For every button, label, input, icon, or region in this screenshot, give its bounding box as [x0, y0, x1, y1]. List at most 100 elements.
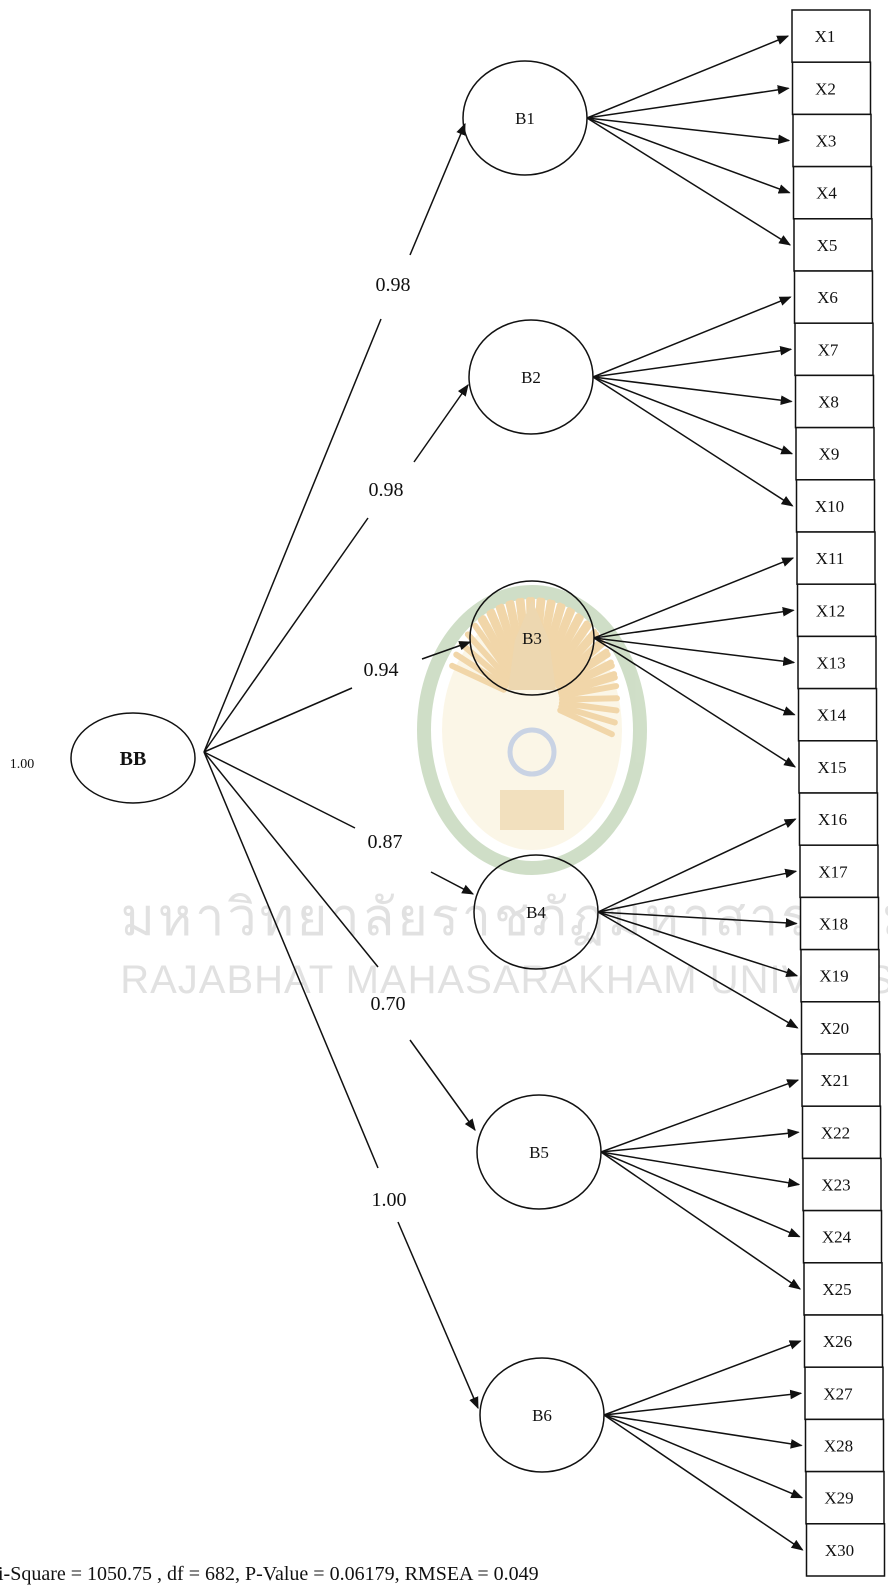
- indicator-box-x30: [805, 1523, 886, 1577]
- indicator-label-x7: X7: [818, 340, 839, 359]
- path-b3-x15: [593, 637, 797, 768]
- path-b2-x6: [592, 296, 792, 378]
- path-b4-x16: [597, 818, 797, 913]
- loading-label-b1: 0.98: [376, 274, 411, 296]
- indicator-box-x27: [804, 1366, 884, 1421]
- loading-label-b3: 0.94: [364, 659, 399, 681]
- indicator-label-x1: X1: [815, 27, 836, 46]
- indicator-label-x28: X28: [824, 1437, 853, 1456]
- path-bb-b4-head: [430, 871, 475, 895]
- indicator-label-x13: X13: [816, 654, 845, 673]
- path-bb-b3-tail: [203, 687, 353, 753]
- latent-node-b4: [473, 854, 599, 970]
- path-b6-x26: [603, 1340, 802, 1416]
- indicator-label-x15: X15: [817, 758, 846, 777]
- indicator-box-x10: [795, 479, 876, 533]
- path-b6-x29: [603, 1414, 804, 1499]
- indicator-label-x18: X18: [819, 915, 848, 934]
- loading-label-b5: 0.70: [371, 993, 406, 1015]
- indicator-box-x13: [797, 635, 877, 690]
- path-b4-x17: [597, 868, 798, 913]
- indicator-label-x5: X5: [817, 236, 838, 255]
- latent-node-bb: [70, 712, 196, 804]
- path-bb-b2-head: [413, 384, 469, 463]
- path-b6-x30: [603, 1414, 804, 1551]
- path-b4-x19: [597, 911, 799, 977]
- indicator-box-x1: [791, 9, 871, 63]
- path-b3-x13: [593, 637, 796, 666]
- path-b5-x22: [600, 1128, 800, 1153]
- indicator-box-x5: [793, 218, 873, 272]
- indicator-box-x4: [792, 165, 873, 220]
- path-b3-x11: [593, 557, 795, 639]
- indicator-box-x11: [796, 531, 876, 585]
- latent-node-b1: [462, 60, 588, 176]
- indicator-label-x12: X12: [816, 601, 845, 620]
- path-b5-x24: [600, 1151, 801, 1238]
- latent-node-b1-label: B1: [515, 109, 535, 128]
- indicator-box-x8: [794, 374, 875, 429]
- indicator-box-x19: [800, 948, 880, 1003]
- path-bb-b4-tail: [203, 751, 356, 829]
- path-b1-x2: [586, 85, 790, 119]
- path-b6-x27: [603, 1389, 803, 1416]
- indicator-box-x18: [799, 896, 880, 951]
- indicator-box-x25: [803, 1262, 883, 1316]
- latent-node-b3: [469, 580, 595, 696]
- indicator-box-x14: [797, 687, 878, 742]
- fit-statistics: i-Square = 1050.75 , df = 682, P-Value =…: [0, 1563, 539, 1585]
- indicator-box-x17: [799, 844, 879, 899]
- indicator-box-x3: [792, 113, 872, 168]
- indicator-label-x6: X6: [817, 288, 838, 307]
- indicator-label-x29: X29: [824, 1489, 853, 1508]
- root-variance-label: 1.00: [10, 757, 35, 772]
- latent-node-b6-label: B6: [532, 1406, 552, 1425]
- indicator-label-x20: X20: [820, 1019, 849, 1038]
- indicator-label-x25: X25: [822, 1280, 851, 1299]
- path-b5-x25: [600, 1151, 801, 1290]
- loading-label-b2: 0.98: [369, 479, 404, 501]
- path-b1-x3: [586, 117, 791, 145]
- loading-label-b4: 0.87: [368, 831, 403, 853]
- indicator-box-x16: [798, 792, 879, 846]
- path-b2-x7: [592, 346, 793, 378]
- indicator-label-x22: X22: [821, 1123, 850, 1142]
- path-bb-b5-head: [409, 1039, 476, 1131]
- watermark-english-text: RAJABHAT MAHASARAKHAM UNIVERSITY: [120, 958, 888, 1002]
- indicator-box-x6: [793, 270, 874, 324]
- indicator-label-x17: X17: [818, 862, 848, 881]
- indicator-label-x10: X10: [815, 497, 844, 516]
- indicator-label-x9: X9: [819, 445, 840, 464]
- indicator-label-x8: X8: [818, 393, 839, 412]
- path-b2-x9: [592, 376, 794, 455]
- path-b1-x5: [586, 117, 792, 246]
- path-bb-b1-tail: [203, 318, 382, 753]
- path-b3-x12: [593, 607, 795, 639]
- indicator-box-x21: [801, 1053, 881, 1107]
- path-b2-x10: [592, 376, 794, 507]
- indicator-label-x26: X26: [823, 1332, 852, 1351]
- path-bb-b6-head: [397, 1221, 479, 1410]
- latent-node-b2-label: B2: [521, 368, 541, 387]
- latent-node-b2: [468, 319, 594, 435]
- latent-node-b4-label: B4: [526, 903, 546, 922]
- path-b6-x28: [603, 1414, 803, 1449]
- latent-node-b5: [476, 1094, 602, 1210]
- indicator-label-x3: X3: [816, 132, 837, 151]
- indicator-label-x14: X14: [817, 706, 847, 725]
- latent-node-b6: [479, 1357, 605, 1473]
- path-bb-b3-head: [421, 641, 472, 660]
- path-b5-x21: [600, 1079, 800, 1153]
- latent-node-bb-label: BB: [120, 748, 147, 770]
- path-b5-x23: [600, 1151, 801, 1188]
- indicator-label-x11: X11: [816, 549, 845, 568]
- latent-node-b3-label: B3: [522, 629, 542, 648]
- indicator-label-x24: X24: [822, 1228, 852, 1247]
- indicator-label-x23: X23: [821, 1176, 850, 1195]
- path-b3-x14: [593, 637, 796, 716]
- indicator-box-x15: [798, 740, 878, 794]
- indicator-label-x30: X30: [825, 1541, 854, 1560]
- indicator-box-x24: [802, 1209, 883, 1264]
- watermark-university-seal: มหาวิทยาลัยราชภัฏมหาสารคาม RAJABHAT MAHA…: [120, 585, 888, 1002]
